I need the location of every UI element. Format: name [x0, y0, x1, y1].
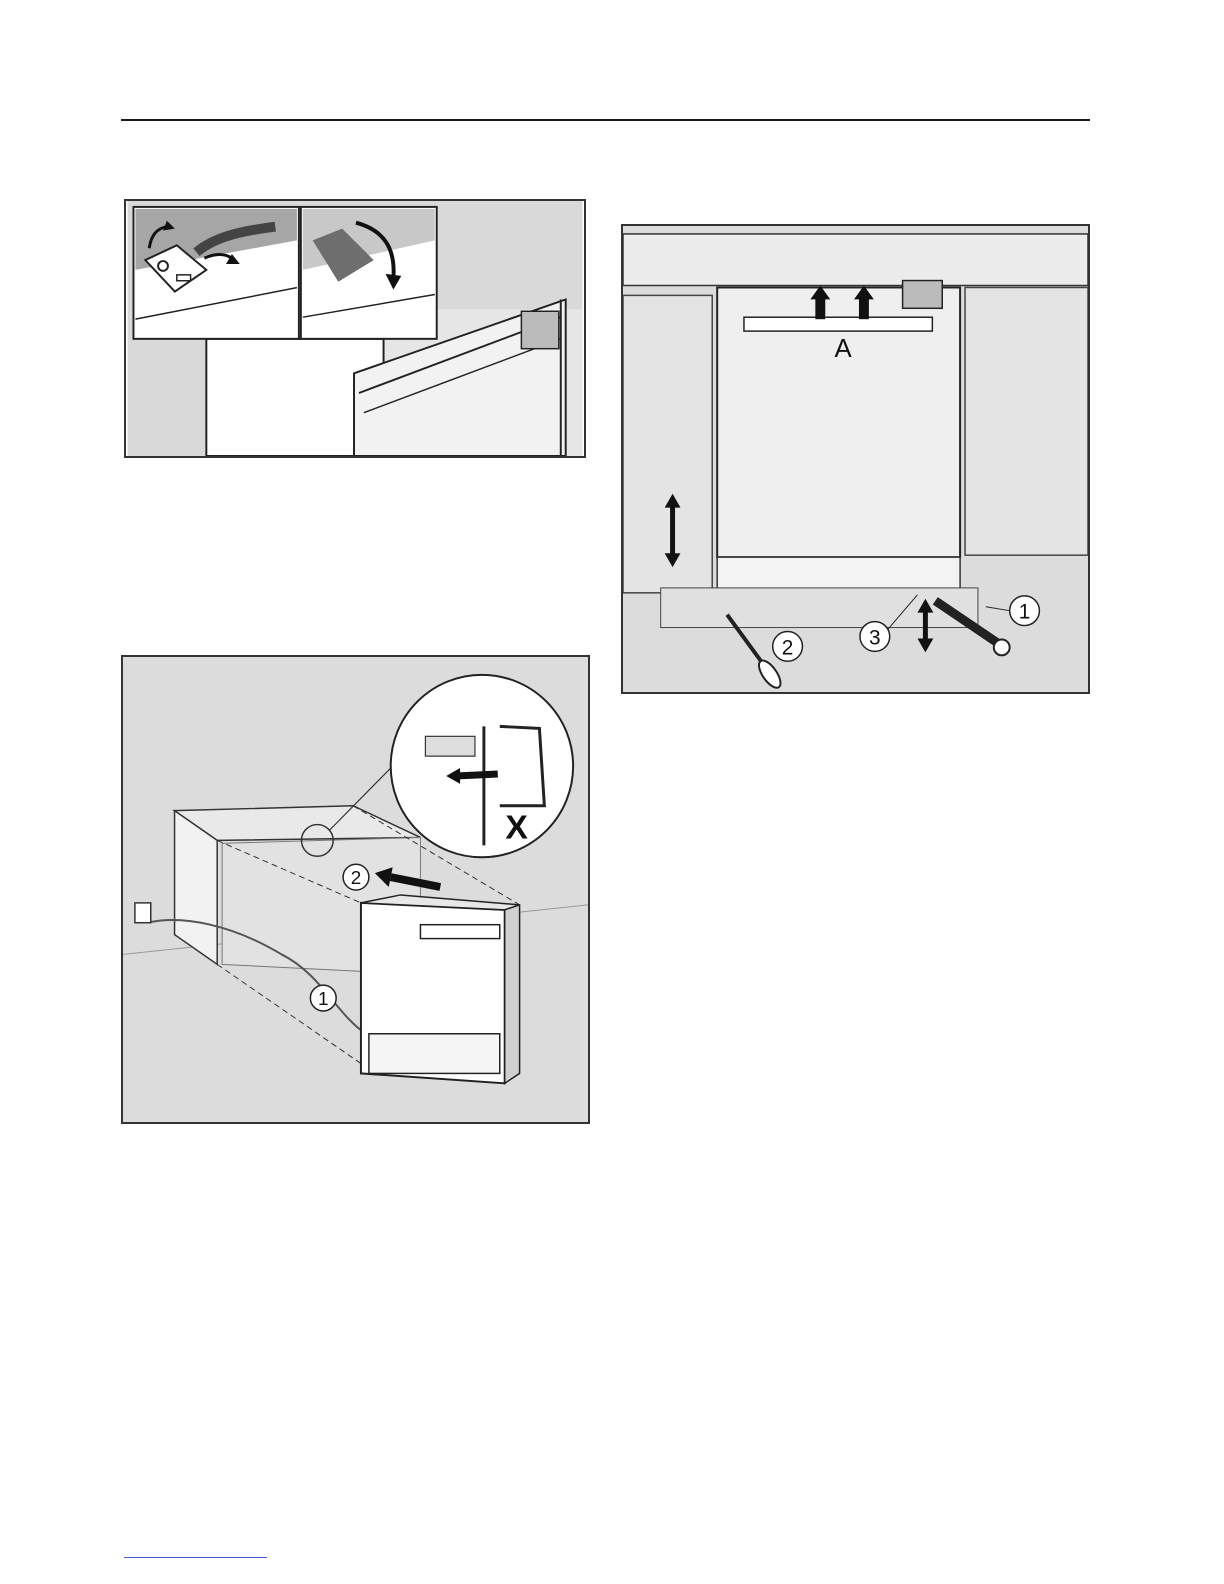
inset-left	[133, 207, 298, 339]
callout-2: 2	[351, 867, 361, 888]
label-a: A	[835, 335, 853, 363]
socket-icon	[135, 903, 151, 923]
footer-link[interactable]	[124, 1557, 267, 1558]
zoom-detail	[391, 675, 573, 857]
inset-right	[301, 207, 437, 339]
callout-x: X	[505, 808, 528, 846]
hinge-cover-illustration	[126, 201, 584, 456]
niche-illustration: 2 1 X	[123, 657, 588, 1122]
callout-1: 1	[318, 988, 328, 1009]
callout-2: 2	[782, 636, 794, 659]
figure-push-into-niche: 2 1 X	[121, 655, 590, 1124]
callout-1: 1	[1019, 601, 1031, 624]
callout-3: 3	[869, 626, 881, 649]
figure-hinge-cover	[124, 199, 586, 458]
door-alignment-illustration: A 1 2 3	[623, 226, 1088, 692]
figure-door-alignment: A 1 2 3	[621, 224, 1090, 694]
header-rule	[121, 119, 1090, 121]
